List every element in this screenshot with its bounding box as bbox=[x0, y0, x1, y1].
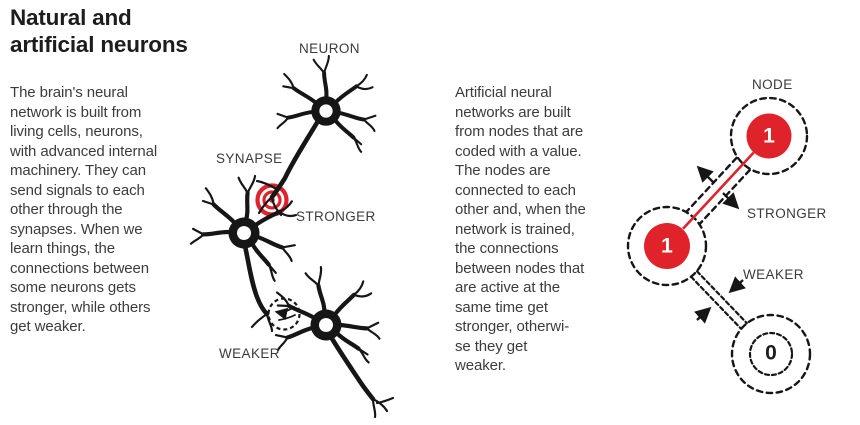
page-title: Natural and artificial neurons bbox=[10, 5, 188, 57]
node-value-bottom: 0 bbox=[765, 341, 777, 365]
neuron-cell-bottom bbox=[267, 260, 395, 419]
natural-neurons-illustration bbox=[185, 53, 395, 419]
stronger-link-line bbox=[682, 151, 755, 230]
label-synapse: SYNAPSE bbox=[216, 151, 283, 166]
node-circle-middle bbox=[644, 223, 690, 269]
label-weaker-artificial: WEAKER bbox=[743, 267, 804, 282]
label-stronger-natural: STRONGER bbox=[296, 209, 376, 224]
stronger-arrows-icon bbox=[696, 165, 740, 210]
label-weaker-natural: WEAKER bbox=[219, 346, 280, 361]
node-circle-bottom bbox=[730, 313, 812, 395]
neuron-cell-middle bbox=[188, 168, 304, 333]
label-neuron: NEURON bbox=[299, 41, 360, 56]
node-halo-top bbox=[729, 96, 809, 176]
node-value-top: 1 bbox=[763, 124, 775, 148]
node-value-middle: 1 bbox=[661, 234, 673, 258]
weaker-connection bbox=[690, 270, 748, 330]
artificial-nodes-diagram bbox=[626, 96, 812, 395]
weaker-arrows-icon bbox=[694, 276, 746, 324]
label-node: NODE bbox=[752, 77, 793, 92]
label-stronger-artificial: STRONGER bbox=[747, 206, 827, 221]
weaker-synapse-icon bbox=[267, 297, 301, 331]
node-circle-top bbox=[746, 113, 792, 159]
node-halo-middle bbox=[626, 205, 708, 287]
neuron-cell-top bbox=[255, 53, 378, 217]
artificial-neurons-paragraph: Artificial neural networks are built fro… bbox=[455, 84, 586, 374]
natural-neurons-paragraph: The brain's neural network is built from… bbox=[10, 84, 158, 335]
